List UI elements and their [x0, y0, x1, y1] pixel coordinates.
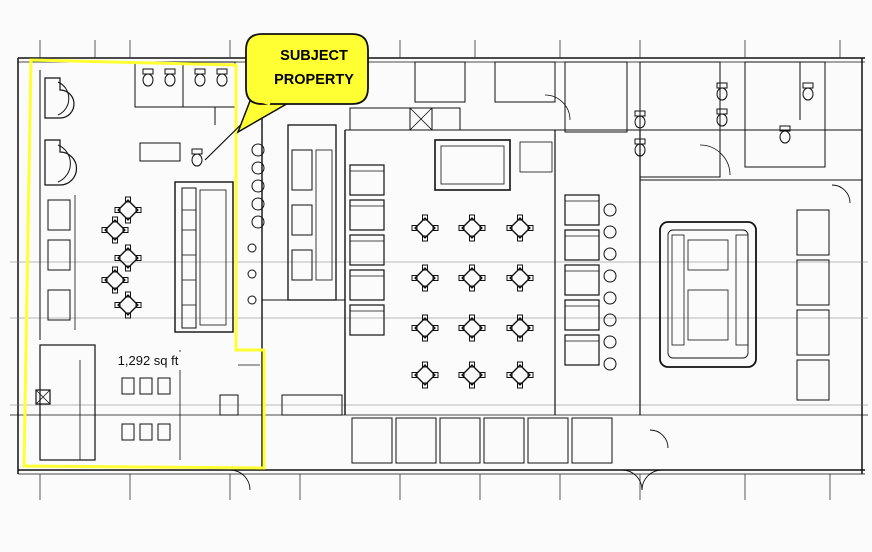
upper-right-rooms: [414, 61, 826, 178]
middle-kitchen: [262, 124, 345, 416]
callout-bubble: [245, 33, 369, 105]
subject-space-tables: [101, 196, 142, 319]
callout-line1: SUBJECT: [280, 48, 348, 64]
middle-kitchen-circles: [247, 143, 265, 305]
door-swings: [229, 184, 851, 491]
upper-right-toilets: [634, 82, 814, 157]
central-tables: [411, 214, 534, 389]
bar-island: [659, 221, 757, 368]
subject-space-rect-tables: [121, 377, 171, 441]
bottom-booth-row: [351, 417, 613, 464]
subject-area-label: 1,292 sq ft: [108, 352, 188, 370]
central-fixtures: [349, 107, 553, 191]
callout-line2: PROPERTY: [274, 72, 354, 88]
central-booths-right: [564, 194, 600, 366]
subject-space-interior: [35, 61, 260, 461]
callout-text: SUBJECT PROPERTY: [262, 44, 366, 92]
central-booths-left: [349, 164, 385, 336]
grid-ticks: [39, 40, 841, 500]
building-outline: [10, 57, 868, 475]
subject-area-outline: [22, 58, 266, 470]
central-circles: [603, 203, 617, 371]
right-booths: [796, 209, 830, 401]
